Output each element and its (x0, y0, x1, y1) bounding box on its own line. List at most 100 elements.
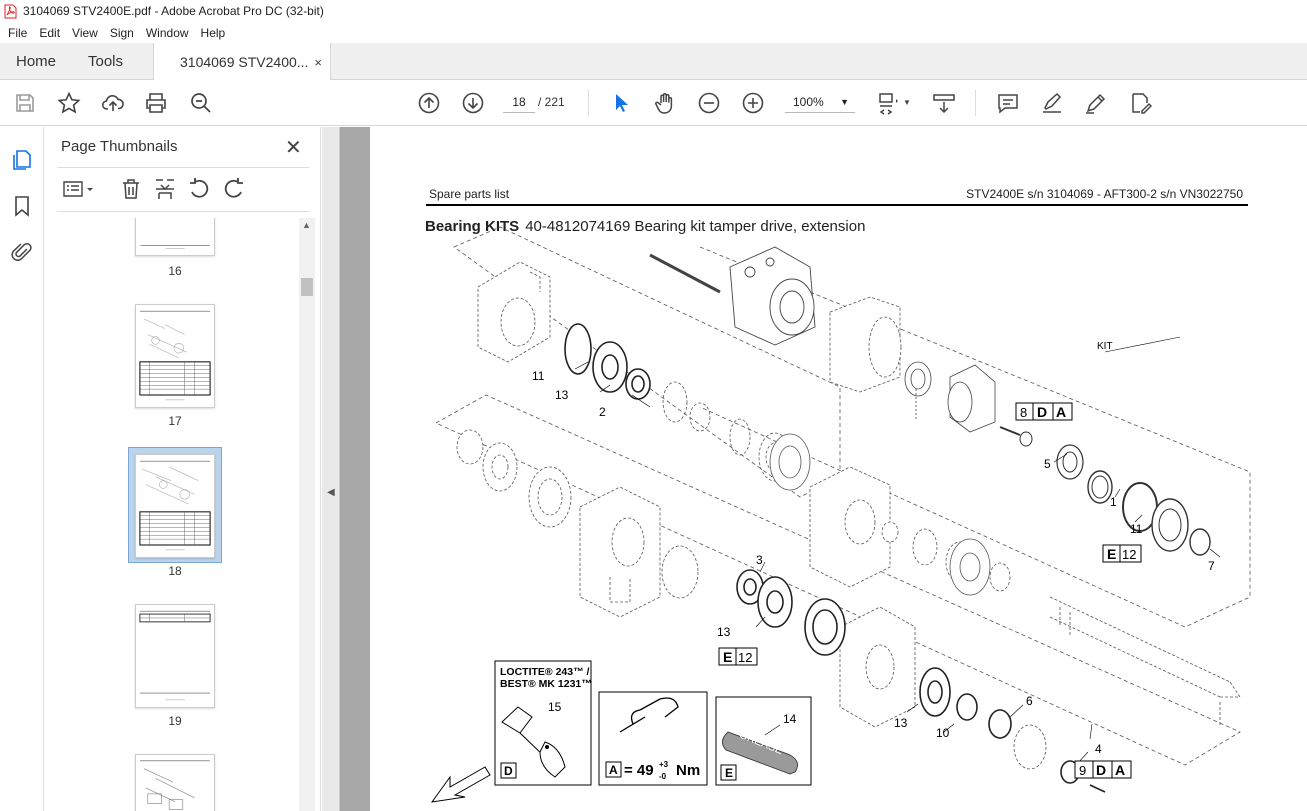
panel-title: Page Thumbnails (61, 138, 178, 155)
bookmark-star-icon[interactable] (57, 91, 81, 115)
left-rail (0, 127, 44, 811)
thumbnail-page-20[interactable] (135, 754, 215, 811)
panel-divider (57, 167, 309, 168)
tab-home[interactable]: Home (16, 53, 57, 70)
rotate-clockwise-icon[interactable] (222, 177, 246, 201)
panel-divider (57, 211, 309, 212)
ref-D: D (504, 764, 513, 778)
menu-file[interactable]: File (8, 25, 28, 40)
document-viewer: ◀ Spare parts list STV2400E s/n 3104069 … (322, 127, 1307, 811)
attachments-icon[interactable] (11, 241, 33, 263)
rotate-counterclockwise-icon[interactable] (187, 177, 211, 201)
panel-close-icon[interactable]: ✕ (285, 137, 302, 159)
scrollbar-thumb[interactable] (301, 278, 313, 296)
panel-collapse-handle[interactable]: ◀ (322, 127, 340, 811)
zoom-out-icon[interactable] (697, 91, 721, 115)
chevron-down-icon: ▼ (840, 97, 849, 107)
exploded-parts-drawing: 11 13 2 5 1 11 7 3 13 13 10 6 4 KIT 8 (430, 226, 1251, 803)
menu-help[interactable]: Help (200, 25, 226, 40)
callout-13: 13 (555, 388, 569, 402)
callout-1: 1 (1110, 495, 1117, 509)
save-icon[interactable] (13, 91, 37, 115)
loctite-line1: LOCTITE® 243™ / (500, 666, 590, 678)
page-thumbnails-icon[interactable] (11, 149, 33, 171)
kit-label: KIT (1097, 341, 1113, 352)
print-icon[interactable] (144, 91, 168, 115)
edit-pdf-icon[interactable] (1128, 91, 1153, 115)
loctite-legend: LOCTITE® 243™ / BEST® MK 1231™ 15 D (494, 660, 592, 786)
callout-4: 4 (1095, 742, 1102, 756)
window-titlebar: 3104069 STV2400E.pdf - Adobe Acrobat Pro… (0, 0, 1307, 22)
page-fit-icon[interactable] (876, 91, 900, 115)
ref-D: D (1096, 762, 1106, 778)
loctite-line2: BEST® MK 1231™ (500, 678, 592, 690)
zoom-value: 100% (793, 95, 824, 109)
extract-pages-icon[interactable] (153, 177, 177, 201)
ref-9: 9 (1079, 763, 1086, 778)
thumbnail-options-icon[interactable] (61, 177, 95, 201)
sign-pen-icon[interactable] (1084, 91, 1108, 115)
tab-document-label: 3104069 STV2400... (180, 54, 309, 70)
tab-document[interactable]: 3104069 STV2400... × (153, 43, 331, 81)
page-header-right: STV2400E s/n 3104069 - AFT300-2 s/n VN30… (966, 187, 1243, 201)
upload-cloud-icon[interactable] (101, 91, 125, 115)
menu-edit[interactable]: Edit (39, 25, 61, 40)
scroll-up-icon[interactable]: ▲ (302, 220, 311, 230)
next-page-icon[interactable] (461, 91, 485, 115)
main-toolbar (0, 80, 1307, 126)
callout-5: 5 (1044, 457, 1051, 471)
thumbnail-page-17[interactable] (135, 304, 215, 408)
menu-sign[interactable]: Sign (109, 25, 134, 40)
zoom-search-icon[interactable] (189, 91, 213, 115)
thumbnail-scrollbar[interactable]: ▲ (299, 218, 315, 811)
callout-2: 2 (599, 405, 606, 419)
callout-11: 11 (1130, 522, 1143, 536)
callout-15: 15 (548, 700, 562, 714)
comment-icon[interactable] (996, 91, 1020, 115)
callout-3: 3 (756, 553, 763, 567)
direction-arrow-icon (430, 766, 491, 803)
select-cursor-icon[interactable] (609, 91, 633, 115)
title-bold: Bearing KITS (425, 218, 520, 235)
ref-A: A (609, 763, 618, 777)
menu-bar: File Edit View Sign Window Help (0, 22, 1307, 43)
collapse-arrow-icon: ◀ (327, 487, 335, 498)
zoom-in-icon[interactable] (741, 91, 765, 115)
page-fit-chevron-icon[interactable]: ▼ (903, 98, 911, 107)
tab-close-icon[interactable]: × (314, 54, 322, 70)
thumbnail-page-19[interactable] (135, 604, 215, 708)
ref-E: E (725, 766, 733, 780)
toolbar-divider (975, 90, 976, 116)
thumbnail-page-16[interactable] (135, 218, 215, 256)
zoom-select[interactable]: 100% ▼ (785, 91, 855, 113)
header-rule (426, 204, 1248, 206)
menu-view[interactable]: View (72, 25, 98, 40)
ref-12: 12 (1122, 547, 1136, 562)
callout-13: 13 (717, 625, 731, 639)
pdf-file-icon (4, 4, 17, 18)
tab-tools[interactable]: Tools (88, 53, 124, 70)
callout-11: 11 (532, 369, 545, 383)
page-number-input[interactable]: 18 (503, 91, 535, 113)
thumbnail-label: 18 (168, 564, 182, 578)
thumbnail-page-18[interactable] (135, 454, 215, 558)
torque-tolerance-minus: -0 (659, 772, 667, 781)
panel-toolbar (57, 175, 317, 205)
bookmarks-icon[interactable] (11, 195, 33, 217)
toolbar-divider (588, 90, 589, 116)
highlight-pen-icon[interactable] (1040, 91, 1064, 115)
callout-10: 10 (936, 726, 950, 740)
callout-6: 6 (1026, 694, 1033, 708)
hand-tool-icon[interactable] (653, 91, 677, 115)
previous-page-icon[interactable] (417, 91, 441, 115)
thumbnail-label: 17 (168, 414, 182, 428)
ref-A: A (1115, 762, 1125, 778)
menu-window[interactable]: Window (145, 25, 189, 40)
ref-8: 8 (1020, 405, 1027, 420)
delete-page-icon[interactable] (119, 177, 143, 201)
scroll-mode-icon[interactable] (932, 91, 956, 115)
ref-A: A (1056, 404, 1066, 420)
ref-12: 12 (738, 650, 752, 665)
ref-E: E (723, 649, 732, 665)
